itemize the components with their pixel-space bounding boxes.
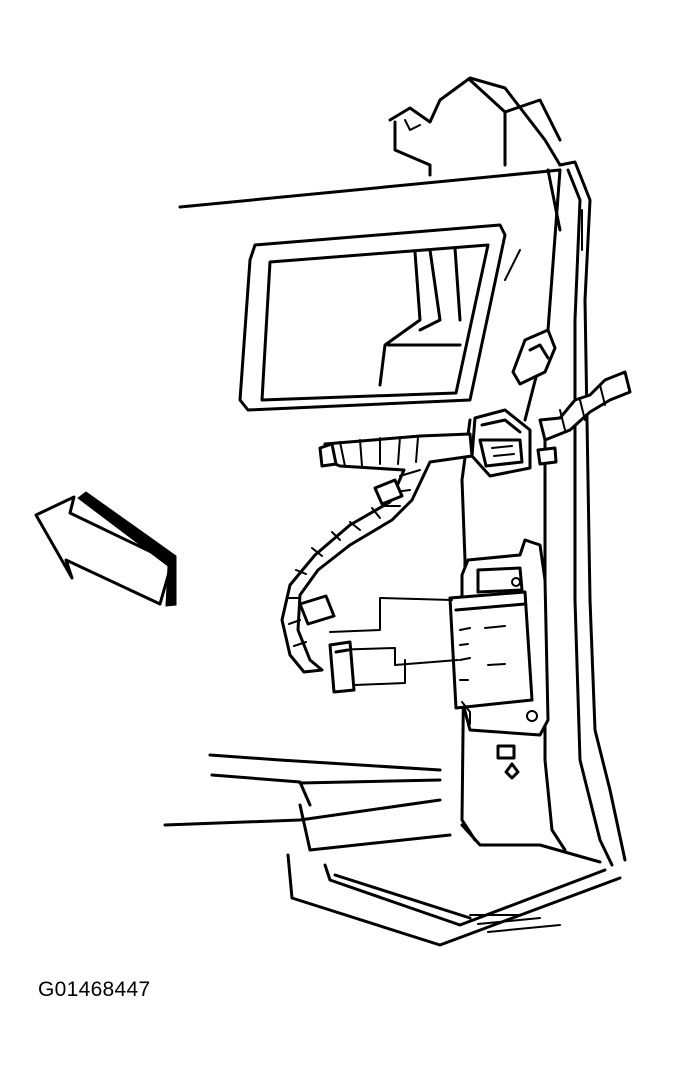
- direction-arrow-icon: [34, 491, 177, 607]
- lower-trim: [163, 753, 452, 852]
- door-window-opening: [238, 223, 507, 412]
- pillar-clip: [511, 328, 557, 386]
- harness-connector: [328, 597, 459, 694]
- b-pillar: [460, 160, 627, 867]
- control-module: [448, 538, 550, 737]
- pillar-harness-connector: [470, 408, 532, 478]
- floor-pan: [286, 823, 622, 947]
- roof-outline: [178, 76, 562, 209]
- pillar-detail: [496, 744, 520, 780]
- wiring-harness: [280, 370, 632, 674]
- figure-id-label: G01468447: [38, 978, 151, 1001]
